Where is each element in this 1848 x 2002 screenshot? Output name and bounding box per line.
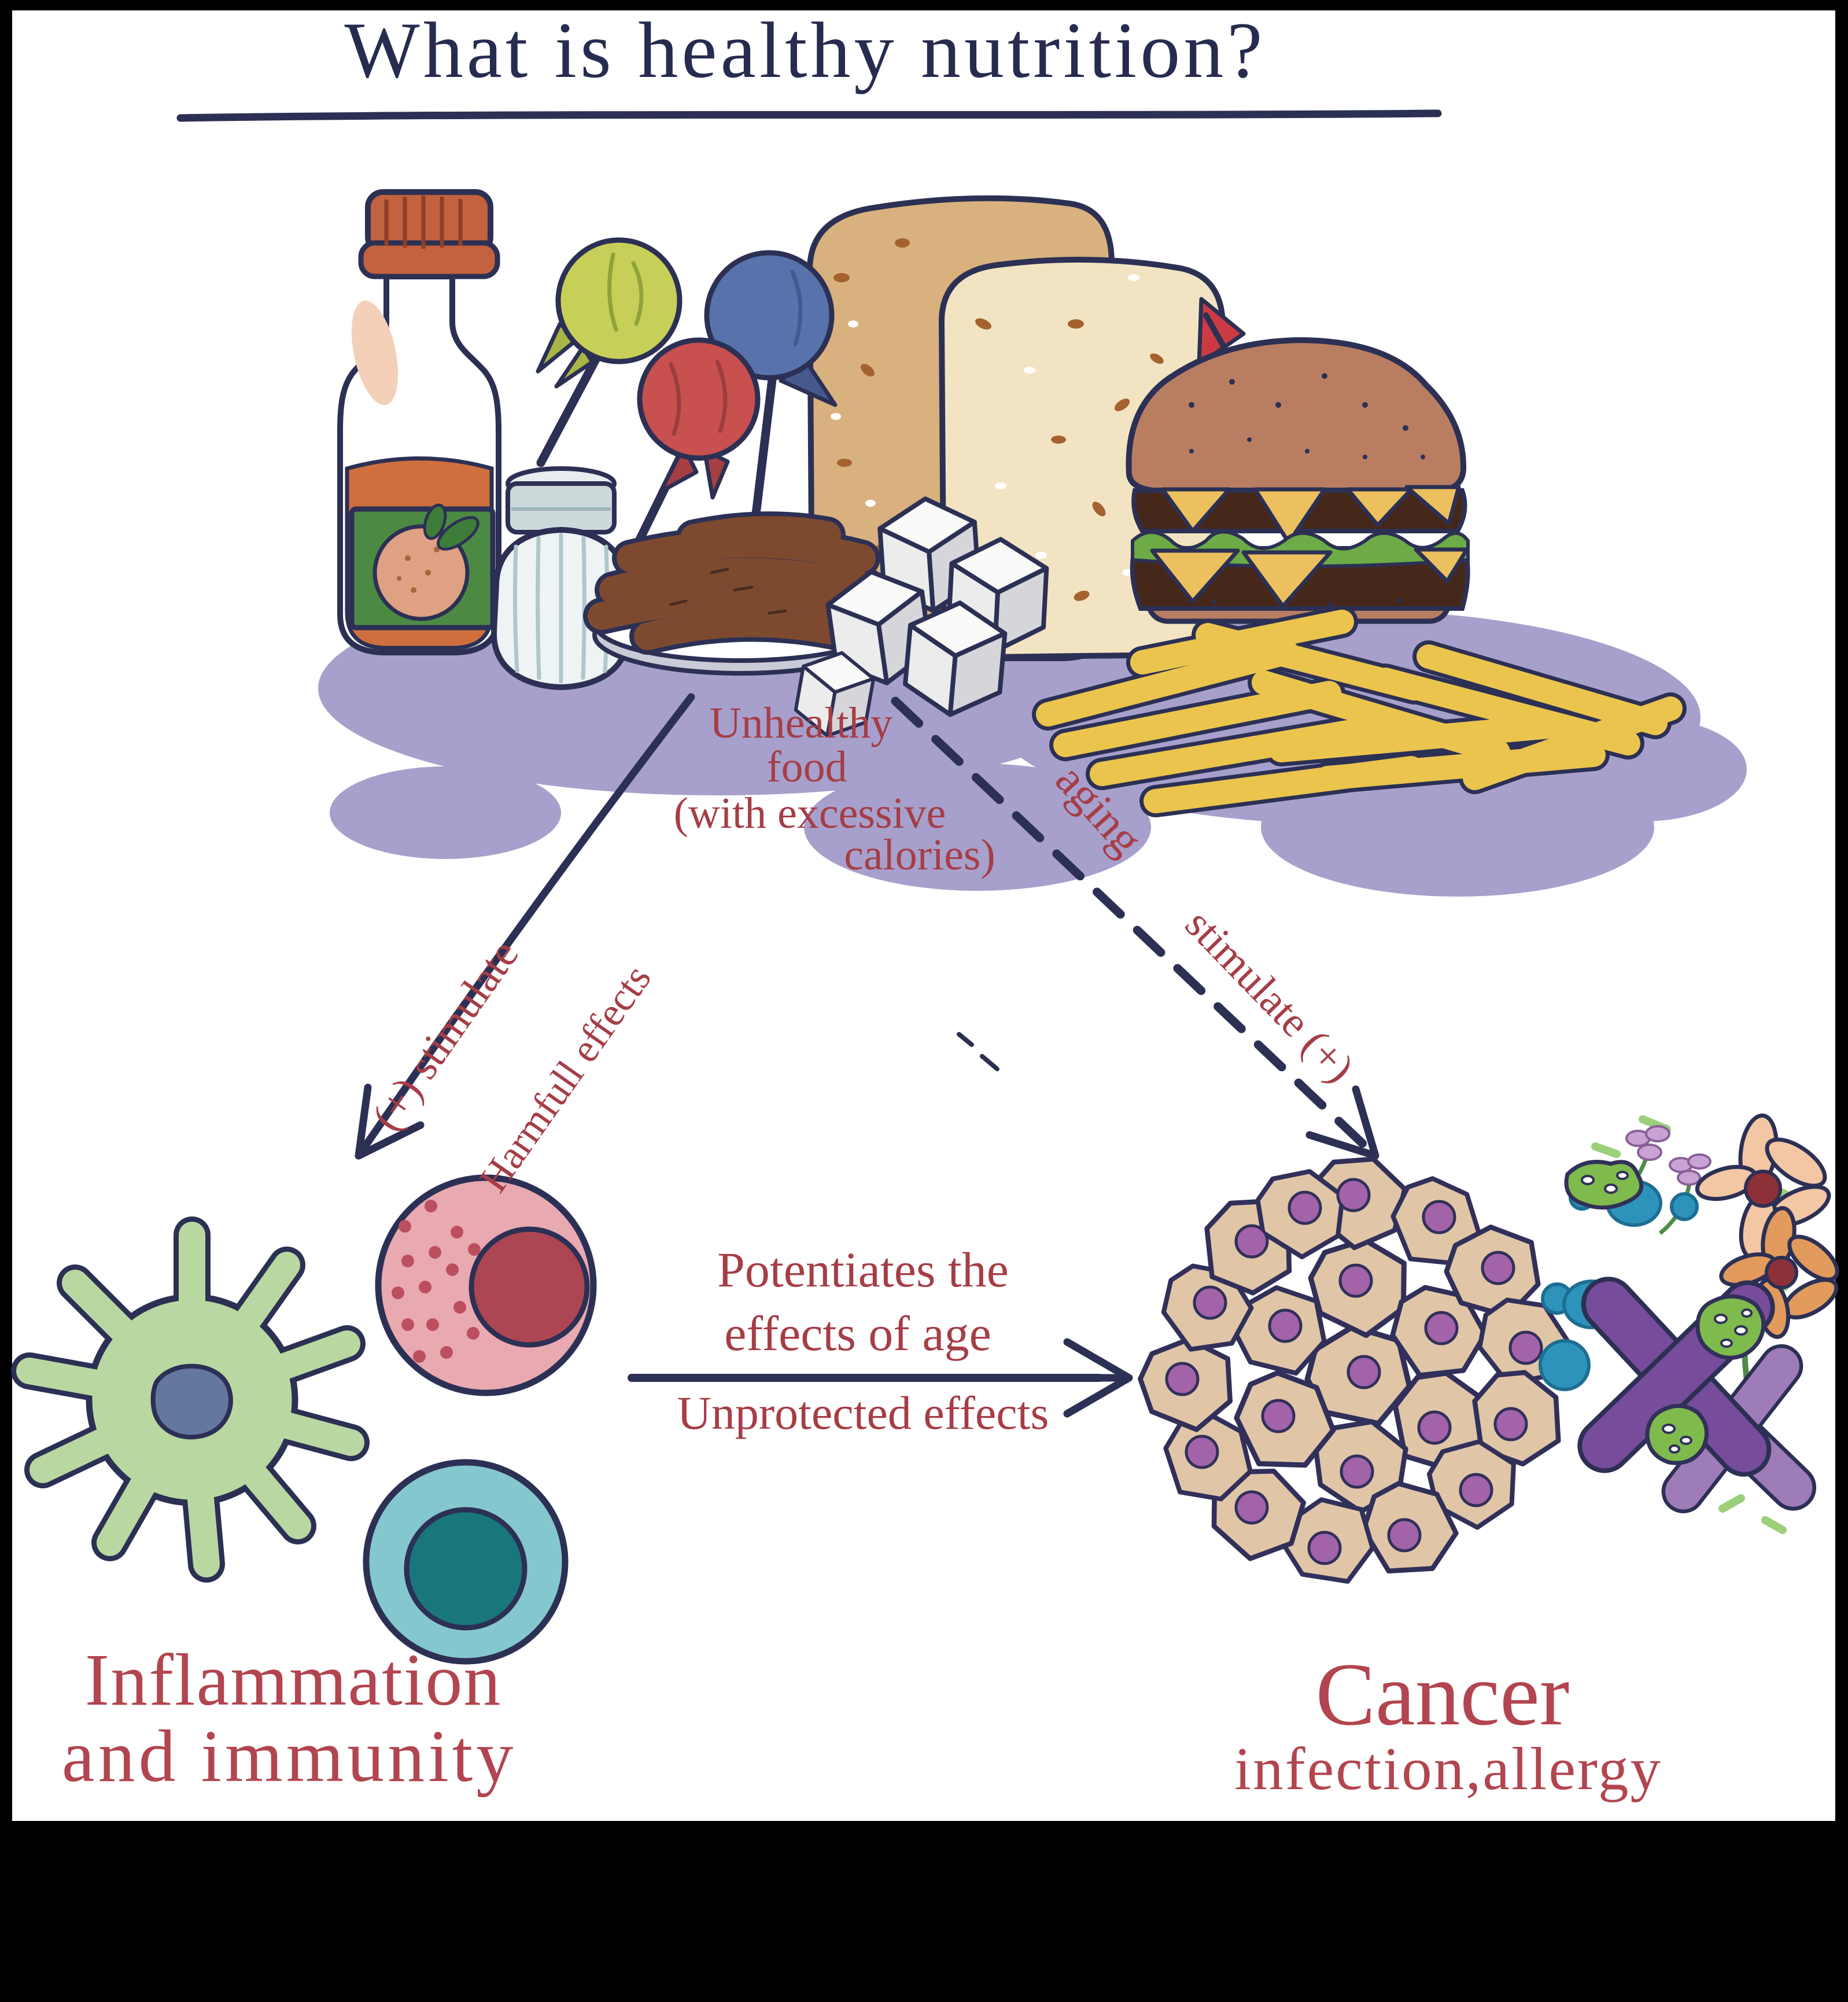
arrow-middle-solid xyxy=(628,1338,1133,1418)
granulocyte-nucleus xyxy=(469,1226,590,1348)
flowers xyxy=(1695,1113,1839,1389)
caption-unhealthy-line1: Unhealthy xyxy=(709,699,893,747)
allergy-infection-decor xyxy=(1539,1113,1839,1534)
macrophage-cell xyxy=(11,1216,370,1583)
lollipop-red xyxy=(637,337,761,500)
lymphocyte-nucleus xyxy=(404,1507,528,1631)
pen-marks xyxy=(957,1032,999,1071)
granulocyte-cell xyxy=(375,1174,597,1396)
burger-flag xyxy=(1197,297,1246,367)
macrophage-nucleus xyxy=(150,1363,233,1440)
burger-cheese xyxy=(1160,485,1461,545)
page-title: What is healthy nutrition? xyxy=(344,6,1266,94)
arrow-left-solid xyxy=(355,693,695,1160)
heading-inflammation-line2: and immunity xyxy=(61,1715,517,1797)
label-potentiates-line1: Potentiates the xyxy=(717,1242,1009,1297)
unhealthy-food-illustration xyxy=(318,189,1747,1071)
orange-leaf xyxy=(437,516,479,551)
cheeseburger xyxy=(1126,297,1470,624)
tumor-cell-nuclei xyxy=(1165,1178,1543,1565)
salt-shaker xyxy=(490,466,632,691)
label-unprotected-effects: Unprotected effects xyxy=(677,1387,1049,1439)
heading-cancer-line1: Cancer xyxy=(1315,1645,1570,1744)
juice-bottle xyxy=(337,189,501,655)
lollipop-green xyxy=(536,237,683,389)
lollipop-blue xyxy=(704,250,838,407)
heading-cancer-line2: infection,allergy xyxy=(1234,1735,1663,1802)
arrows xyxy=(355,693,1380,1418)
title-underline xyxy=(176,109,1442,122)
tumor-cell-cluster xyxy=(1131,1140,1581,1590)
french-fries xyxy=(1032,606,1687,817)
sausages-on-plate xyxy=(583,511,898,676)
lymphocyte-cell xyxy=(363,1459,569,1665)
virus-particles xyxy=(1564,1160,1766,1465)
caption-unhealthy-line3: (with excessive xyxy=(673,789,946,838)
immune-cells xyxy=(11,1174,597,1665)
heading-inflammation-line1: Inflammation xyxy=(84,1639,502,1721)
arrow-right-dashed xyxy=(891,696,1380,1160)
label-potentiates-line2: effects of age xyxy=(724,1306,991,1361)
caption-unhealthy-line4: calories) xyxy=(844,831,995,879)
caption-unhealthy-line2: food xyxy=(766,743,847,791)
lollipops xyxy=(536,237,838,589)
